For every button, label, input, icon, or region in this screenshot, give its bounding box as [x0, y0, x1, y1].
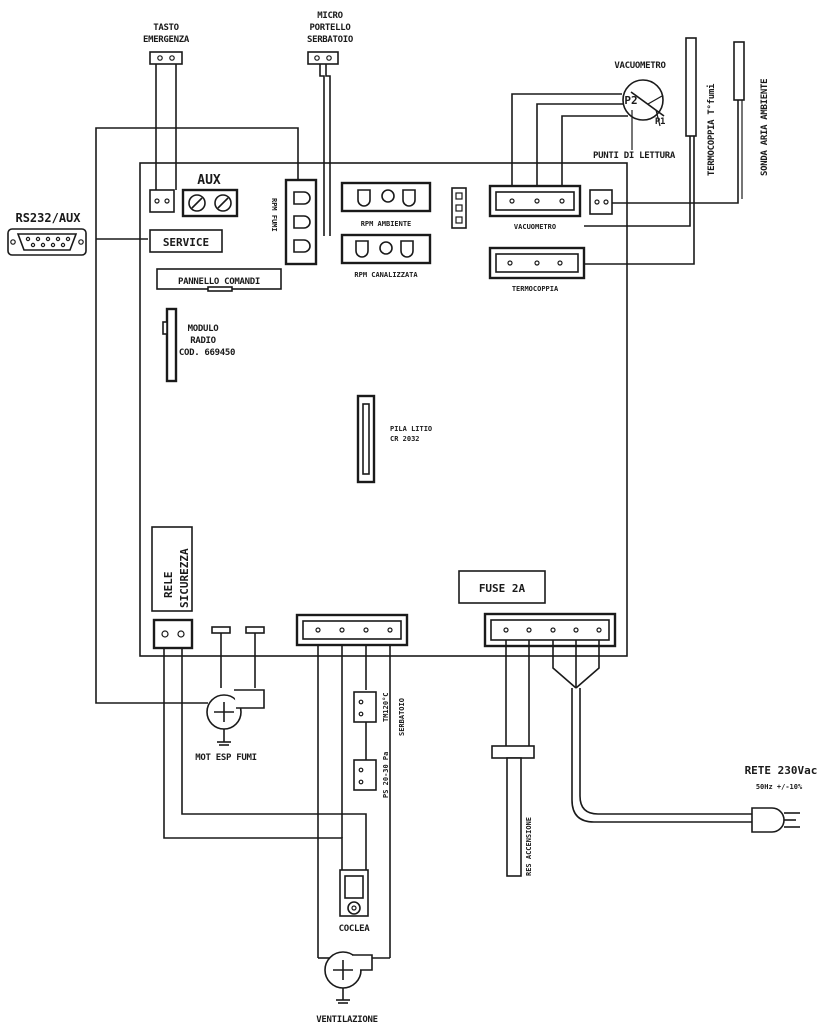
pila-litio [356, 394, 376, 484]
rele-label-2: SICUREZZA [178, 548, 191, 608]
vacuometro-conn-label: VACUOMETRO [514, 223, 556, 231]
p2-label: P2 [624, 94, 637, 107]
micro-label-3: SERBATOIO [307, 35, 354, 45]
termocoppia-probe [584, 37, 697, 265]
punti-lettura-label: PUNTI DI LETTURA [593, 151, 676, 161]
mot-esp-fumi [206, 689, 265, 746]
emergency-header [149, 189, 175, 213]
fuse-box [458, 570, 546, 604]
tasto-emergenza-label-1: TASTO [153, 23, 179, 33]
sonda-aria-label: SONDA ARIA AMBIENTE [760, 79, 770, 176]
rpm-ambiente-label: RPM AMBIENTE [361, 220, 412, 228]
tasto-emergenza-label-2: EMERGENZA [143, 35, 190, 45]
aux-terminal [181, 188, 239, 218]
micro-label-1: MICRO [317, 11, 343, 21]
pannello-comandi-label: PANNELLO COMANDI [178, 277, 260, 287]
p1-label: P1 [655, 117, 665, 127]
coclea-label: COCLEA [339, 924, 371, 934]
pila-label-1: PILA LITIO [390, 425, 432, 433]
sonda-aria-header [589, 189, 613, 215]
micro-label-2: PORTELLO [310, 23, 352, 33]
ps-pressostato [353, 759, 377, 791]
rpm-ambiente-connector [340, 181, 432, 213]
ventilazione-label: VENTILAZIONE [316, 1015, 377, 1025]
mot-esp-label: MOT ESP FUMI [195, 753, 256, 763]
vacuometro-gauge-label: VACUOMETRO [614, 61, 666, 71]
modulo-label-3: COD. 669450 [179, 348, 235, 358]
pila-label-2: CR 2032 [390, 435, 420, 443]
small-header [451, 187, 467, 229]
rpm-fumi-label: RPM FUMI [270, 198, 278, 232]
power-plug [751, 807, 800, 833]
bottom-connector-5 [483, 612, 617, 648]
termocoppia-probe-label: TERMOCOPPIA T°fumi [706, 83, 717, 176]
micro-portello-connector [307, 51, 339, 236]
res-accensione-label: RES ACCENSIONE [525, 817, 533, 876]
rs232-connector[interactable] [7, 228, 87, 256]
rele-sicurezza [151, 526, 193, 612]
bottom-connector-4 [295, 613, 409, 647]
pin-header-2 [245, 626, 265, 634]
rpm-canalizzata-label: RPM CANALIZZATA [354, 271, 418, 279]
modulo-radio [162, 307, 178, 383]
tm-label: TM120°C [382, 692, 390, 722]
tm-thermostat [353, 691, 377, 760]
termocoppia-connector [488, 246, 586, 280]
vacuometro-connector [488, 184, 582, 218]
aux-label: AUX [197, 173, 221, 188]
serbatoio-label: SERBATOIO [398, 698, 406, 736]
pin-header-1 [211, 626, 231, 634]
modulo-label-2: RADIO [190, 336, 216, 346]
rele-label-1: RELE [162, 572, 175, 599]
rpm-canalizzata-connector [340, 233, 432, 265]
rete-label-1: RETE 230Vac [745, 764, 818, 777]
ventilazione-fan [324, 951, 373, 1004]
rpm-fumi-connector [284, 178, 318, 266]
termocoppia-conn-label: TERMOCOPPIA [512, 285, 559, 293]
coclea-motor [339, 869, 369, 917]
fuse-label: FUSE 2A [479, 582, 526, 595]
ps-label: PS 20-30 Pa [382, 752, 390, 798]
res-accensione [491, 745, 535, 877]
vacuometro-gauge [622, 79, 665, 150]
modulo-label-1: MODULO [188, 324, 220, 334]
rele-terminal [152, 618, 194, 650]
rete-label-2: 50Hz +/-10% [756, 783, 803, 791]
service-port [149, 229, 223, 253]
service-label: SERVICE [163, 236, 209, 249]
rpm-fumi-wire [95, 127, 299, 704]
rs232-label: RS232/AUX [15, 211, 81, 225]
sonda-aria-probe [612, 41, 745, 204]
